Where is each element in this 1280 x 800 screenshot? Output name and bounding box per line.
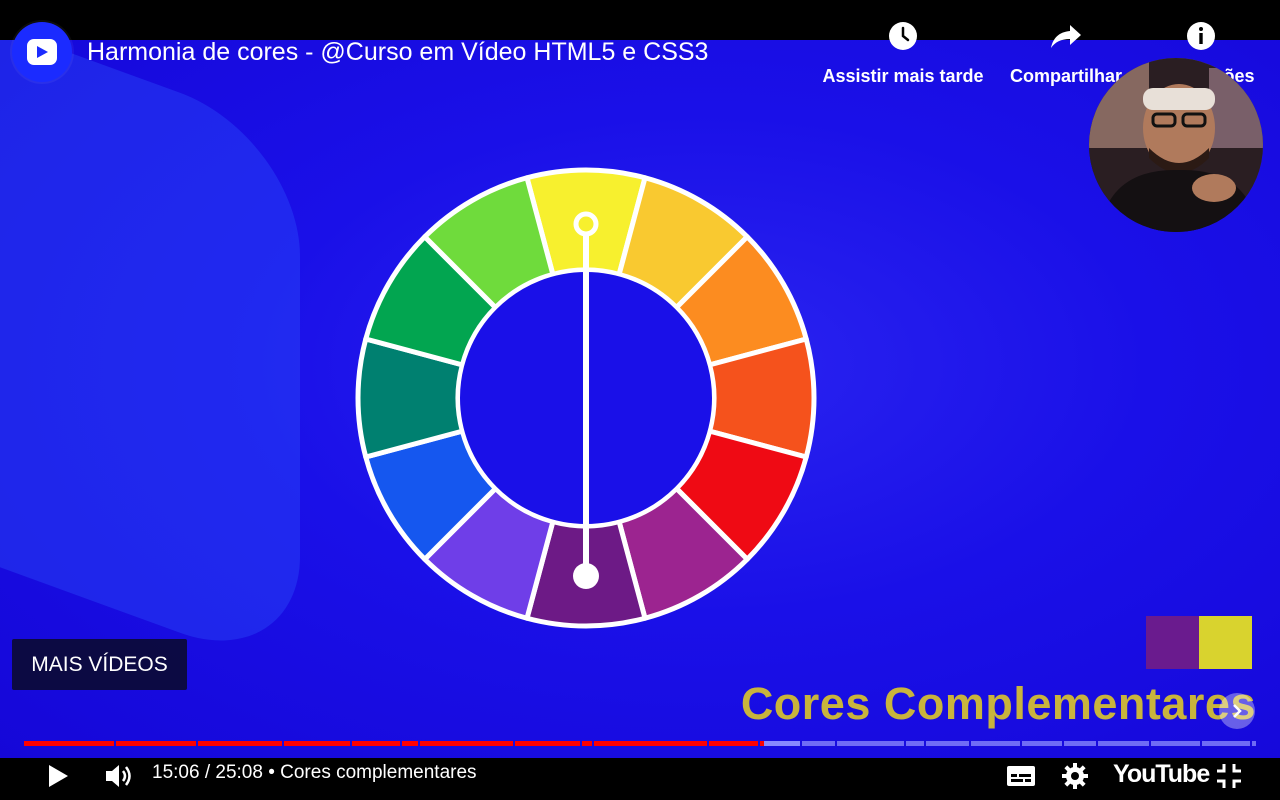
chevron-right-icon — [1233, 704, 1242, 718]
channel-play-logo-icon — [27, 39, 57, 65]
progress-chapter-segment[interactable] — [594, 741, 707, 746]
selected-yellow-marker — [573, 211, 599, 237]
subtitles-icon — [1007, 766, 1035, 786]
progress-chapter-segment[interactable] — [802, 741, 835, 746]
progress-chapter-segment[interactable] — [906, 741, 924, 746]
share-arrow-icon — [1048, 18, 1084, 54]
progress-chapter-segment[interactable] — [402, 741, 418, 746]
mute-button[interactable] — [101, 758, 137, 794]
video-title[interactable]: Harmonia de cores - @Curso em Vídeo HTML… — [87, 38, 709, 66]
info-icon — [1183, 18, 1219, 54]
progress-chapter-segment[interactable] — [709, 741, 758, 746]
settings-button[interactable] — [1057, 758, 1093, 794]
progress-chapter-segment[interactable] — [1064, 741, 1096, 746]
swatch-purple — [1146, 616, 1199, 669]
progress-chapter-segment[interactable] — [837, 741, 904, 746]
settings-gear-icon — [1062, 763, 1088, 789]
progress-bar[interactable] — [24, 741, 1256, 746]
progress-chapter-segment[interactable] — [971, 741, 1020, 746]
progress-chapter-segment[interactable] — [420, 741, 513, 746]
next-video-arrow[interactable] — [1219, 693, 1255, 729]
complementary-swatches — [1146, 616, 1252, 669]
progress-chapter-segment[interactable] — [198, 741, 282, 746]
caption-cores-complementares: Cores Complementares — [740, 678, 1256, 729]
player-controls — [0, 752, 1280, 800]
progress-chapter-segment[interactable] — [284, 741, 350, 746]
youtube-logo-button[interactable]: YouTube — [1113, 760, 1210, 788]
progress-chapter-segment[interactable] — [116, 741, 196, 746]
watch-later-label: Assistir mais tarde — [822, 66, 984, 86]
complement-purple-marker — [573, 563, 599, 589]
clock-icon — [885, 18, 921, 54]
progress-chapter-segment[interactable] — [926, 741, 969, 746]
channel-logo[interactable] — [12, 22, 72, 82]
progress-chapter-segment[interactable] — [515, 741, 580, 746]
progress-chapter-segment[interactable] — [24, 741, 114, 746]
presenter-webcam-bubble — [1089, 58, 1263, 232]
progress-chapter-segment[interactable] — [1202, 741, 1250, 746]
more-videos-button[interactable]: MAIS VÍDEOS — [12, 639, 187, 690]
progress-chapter-segment[interactable] — [1151, 741, 1200, 746]
progress-chapter-segment[interactable] — [582, 741, 592, 746]
play-button[interactable] — [40, 758, 76, 794]
volume-icon — [106, 765, 131, 787]
progress-chapter-segment[interactable] — [1098, 741, 1149, 746]
progress-chapter-segment[interactable] — [760, 741, 800, 746]
swatch-yellow — [1199, 616, 1252, 669]
subtitles-button[interactable] — [1003, 758, 1039, 794]
fullscreen-button[interactable] — [1211, 758, 1247, 794]
progress-chapter-segment[interactable] — [352, 741, 400, 746]
exit-fullscreen-icon — [1217, 764, 1241, 788]
play-icon — [49, 765, 68, 787]
progress-chapter-segment[interactable] — [1252, 741, 1256, 746]
presenter-silhouette — [1089, 58, 1263, 232]
progress-chapter-segment[interactable] — [1022, 741, 1062, 746]
time-display: 15:06 / 25:08 • Cores complementares — [152, 762, 477, 783]
share-label: Compartilhar — [1009, 66, 1123, 86]
